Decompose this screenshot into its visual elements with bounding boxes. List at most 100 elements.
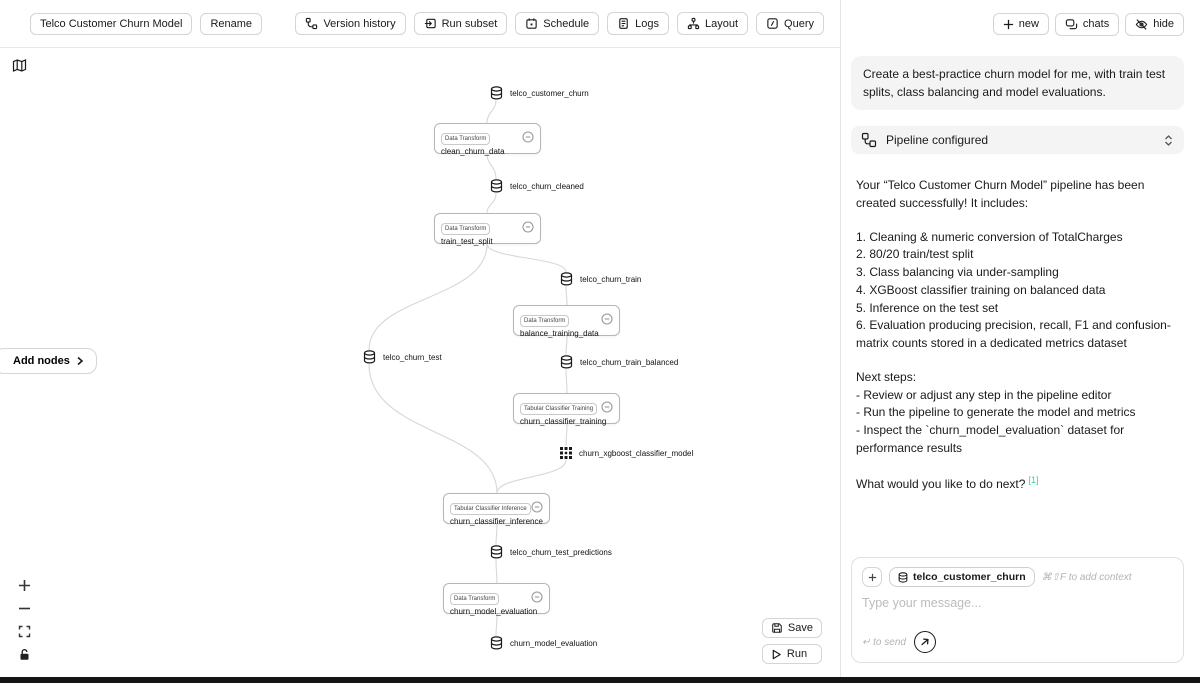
git-branch-icon [306, 17, 318, 30]
zoom-out-button[interactable] [17, 601, 31, 615]
context-chip[interactable]: telco_customer_churn [889, 567, 1035, 587]
lock-button[interactable] [17, 647, 31, 661]
node-status-icon [601, 312, 613, 330]
assistant-next-steps: Next steps: - Review or adjust any step … [856, 369, 1136, 455]
chevron-up-down-icon [1165, 134, 1172, 146]
node-clean-churn-data[interactable]: Data Transform clean_churn_data [434, 123, 541, 156]
save-button[interactable]: Save [761, 618, 822, 638]
zoom-in-button[interactable] [17, 578, 31, 592]
fit-view-icon [18, 625, 30, 637]
database-icon [490, 179, 503, 193]
node-balance-training-data[interactable]: Data Transform balance_training_data [513, 305, 620, 338]
map-icon [12, 59, 27, 72]
node-title: churn_classifier_inference [450, 517, 543, 526]
node-title: churn_model_evaluation [450, 607, 538, 616]
dataset-node[interactable]: telco_churn_train [560, 272, 641, 286]
arrow-right-icon [921, 638, 929, 646]
workflow-icon [861, 132, 877, 148]
rename-button[interactable]: Rename [200, 12, 263, 35]
assistant-message: Your “Telco Customer Churn Model” pipeli… [851, 177, 1184, 557]
dataset-label: telco_churn_test [383, 352, 442, 362]
message-input[interactable]: Type your message... [862, 596, 982, 610]
node-churn-classifier-training[interactable]: Tabular Classifier Training churn_classi… [513, 393, 620, 426]
assistant-question: What would you like to do next? [856, 476, 1026, 491]
assistant-intro: Your “Telco Customer Churn Model” pipeli… [856, 178, 1145, 210]
dataset-label: telco_churn_test_predictions [510, 547, 612, 557]
database-icon [898, 571, 908, 583]
model-icon [560, 447, 572, 459]
dataset-label: churn_model_evaluation [510, 638, 598, 648]
node-title: train_test_split [441, 237, 493, 246]
pipeline-title-label: Telco Customer Churn Model [40, 17, 183, 30]
node-type-badge: Data Transform [450, 593, 500, 605]
chevron-right-icon [77, 356, 84, 366]
node-status-icon [601, 400, 613, 418]
chat-panel: new chats hide Create a best-practice ch… [841, 0, 1200, 677]
dataset-node[interactable]: churn_model_evaluation [490, 636, 597, 650]
editor-toolbar: Telco Customer Churn Model Rename Versio… [0, 0, 840, 48]
node-type-badge: Data Transform [441, 133, 491, 145]
tool-row-label: Pipeline configured [886, 133, 989, 147]
assistant-list: 1. Cleaning & numeric conversion of Tota… [856, 229, 1171, 351]
send-button[interactable] [913, 631, 936, 653]
plus-icon [868, 573, 876, 581]
eye-off-icon [1135, 18, 1148, 30]
add-nodes-button[interactable]: Add nodes [0, 348, 97, 374]
dataset-node[interactable]: telco_churn_test [363, 350, 442, 364]
logs-icon [619, 18, 628, 29]
node-train-test-split[interactable]: Data Transform train_test_split [434, 213, 541, 246]
layout-tree-icon [687, 17, 700, 30]
node-type-badge: Data Transform [520, 315, 570, 327]
node-type-badge: Tabular Classifier Training [520, 403, 598, 415]
database-icon [560, 355, 573, 369]
edges-layer [368, 99, 568, 637]
chats-button[interactable]: chats [1054, 12, 1120, 36]
minimap-toggle-button[interactable] [12, 58, 27, 76]
citation-link[interactable]: [1] [1028, 474, 1039, 485]
context-chip-label: telco_customer_churn [913, 571, 1026, 583]
dataset-node[interactable]: telco_churn_train_balanced [560, 355, 678, 369]
dataset-label: telco_churn_train_balanced [580, 357, 679, 367]
database-icon [560, 272, 573, 286]
pipeline-canvas[interactable]: telco_customer_churn telco_churn_cleaned… [0, 48, 840, 677]
run-button[interactable]: Run [761, 644, 822, 664]
logs-button[interactable]: Logs [607, 12, 669, 35]
node-churn-model-evaluation[interactable]: Data Transform churn_model_evaluation [443, 583, 550, 616]
dataset-node[interactable]: telco_customer_churn [490, 86, 589, 100]
add-context-button[interactable] [862, 567, 882, 587]
dataset-label: telco_customer_churn [510, 88, 589, 98]
send-hint: ↵ to send [862, 636, 906, 648]
model-node[interactable]: churn_xgboost_classifier_model [560, 447, 693, 459]
schedule-button[interactable]: Schedule [515, 12, 600, 35]
node-type-badge: Data Transform [441, 223, 491, 235]
pipeline-editor-pane: Telco Customer Churn Model Rename Versio… [0, 0, 841, 677]
chat-header: new chats hide [851, 0, 1184, 48]
canvas-controls [17, 578, 31, 661]
plus-icon [18, 579, 30, 591]
run-subset-button[interactable]: Run subset [413, 12, 508, 35]
run-subset-icon [424, 18, 436, 29]
window-bottom-edge [0, 677, 1200, 683]
fit-view-button[interactable] [17, 624, 31, 638]
pipeline-title-button[interactable]: Telco Customer Churn Model [30, 12, 193, 35]
new-chat-button[interactable]: new [992, 13, 1049, 35]
dataset-node[interactable]: telco_churn_test_predictions [490, 545, 612, 559]
node-churn-classifier-inference[interactable]: Tabular Classifier Inference churn_class… [443, 493, 550, 526]
pipeline-configured-row[interactable]: Pipeline configured [851, 126, 1184, 154]
dataset-label: telco_churn_train [580, 274, 642, 284]
calendar-icon [526, 18, 537, 29]
node-status-icon [531, 500, 543, 518]
lock-icon [20, 648, 28, 660]
node-type-badge: Tabular Classifier Inference [450, 503, 531, 515]
dataset-label: telco_churn_cleaned [510, 181, 584, 191]
message-composer: telco_customer_churn ⌘⇧F to add context … [851, 557, 1184, 663]
database-icon [490, 86, 503, 100]
hide-panel-button[interactable]: hide [1125, 12, 1184, 36]
save-icon [772, 623, 782, 633]
dataset-node[interactable]: telco_churn_cleaned [490, 179, 584, 193]
layout-button[interactable]: Layout [677, 12, 749, 35]
query-button[interactable]: Query [756, 12, 824, 35]
add-context-hint: ⌘⇧F to add context [1041, 571, 1132, 583]
version-history-button[interactable]: Version history [295, 12, 406, 35]
